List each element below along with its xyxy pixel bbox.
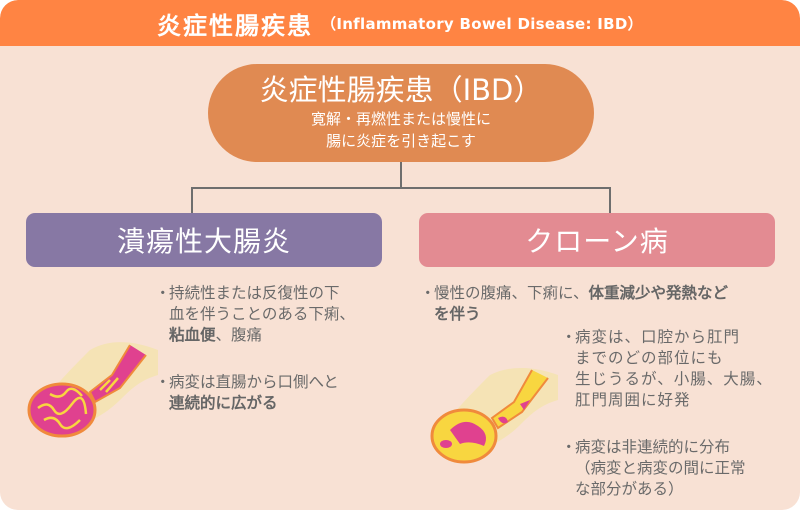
text-line: 生じうるが、小腸、大腸、 <box>575 370 773 388</box>
text-bold: を伴う <box>434 305 481 323</box>
bullet-glyph: ・ <box>155 373 171 391</box>
header-banner: 炎症性腸疾患 （Inflammatory Bowel Disease: IBD） <box>0 0 800 46</box>
header-title-jp: 炎症性腸疾患 <box>157 11 314 40</box>
text-bold: 連続的に広がる <box>169 394 278 412</box>
connector-horizontal <box>191 187 611 189</box>
text-line: 肛門周囲に好発 <box>575 391 691 409</box>
cd-bullet-2: ・病変は、口腔から肛門 までのどの部位にも 生じうるが、小腸、大腸、 肛門周囲に… <box>561 327 773 411</box>
text-line: までのどの部位にも <box>575 349 724 367</box>
bullet-glyph: ・ <box>420 284 436 302</box>
root-node-ibd: 炎症性腸疾患（IBD） 寛解・再燃性または慢性に 腸に炎症を引き起こす <box>208 64 594 162</box>
text-line: な部分がある） <box>575 480 684 498</box>
text-line: 持続性または反復性の下 <box>169 284 340 302</box>
category-crohns-disease: クローン病 <box>419 213 775 267</box>
root-desc-line2: 腸に炎症を引き起こす <box>326 132 476 150</box>
continuous-inflammation-colon-icon <box>27 342 158 438</box>
text-bold: 体重減少や発熱など <box>588 284 729 302</box>
text-line: 、腹痛 <box>215 326 263 344</box>
text-bold: 粘血便 <box>169 326 216 344</box>
text-line: 慢性の腹痛、下痢に、 <box>434 284 589 302</box>
text-line: 病変は非連続的に分布 <box>575 438 731 456</box>
category-label: クローン病 <box>525 225 669 258</box>
cd-bullet-1: ・慢性の腹痛、下痢に、体重減少や発熱など を伴う <box>420 283 728 325</box>
skip-lesion-intestine-icon <box>430 367 558 464</box>
category-ulcerative-colitis: 潰瘍性大腸炎 <box>26 213 382 267</box>
bullet-glyph: ・ <box>155 284 171 302</box>
connector-vertical-left <box>191 187 193 213</box>
text-line: 病変は直腸から口側へと <box>169 373 339 391</box>
connector-vertical-root <box>400 162 402 188</box>
bullet-glyph: ・ <box>561 328 578 346</box>
uc-bullet-1: ・持続性または反復性の下 血を伴うことのある下痢、 粘血便、腹痛 <box>155 283 355 346</box>
category-label: 潰瘍性大腸炎 <box>116 225 291 258</box>
text-line: 病変は、口腔から肛門 <box>575 328 741 346</box>
uc-bullet-2: ・病変は直腸から口側へと 連続的に広がる <box>155 372 339 414</box>
cd-bullet-3: ・病変は非連続的に分布 （病変と病変の間に正常 な部分がある） <box>561 437 746 500</box>
bullet-glyph: ・ <box>561 438 577 456</box>
text-line: 血を伴うことのある下痢、 <box>169 305 355 323</box>
connector-vertical-right <box>609 187 611 213</box>
root-title: 炎症性腸疾患（IBD） <box>259 73 543 107</box>
header-title-en: （Inflammatory Bowel Disease: IBD） <box>321 14 643 33</box>
text-line: （病変と病変の間に正常 <box>575 459 746 477</box>
root-desc-line1: 寛解・再燃性または慢性に <box>310 110 491 128</box>
